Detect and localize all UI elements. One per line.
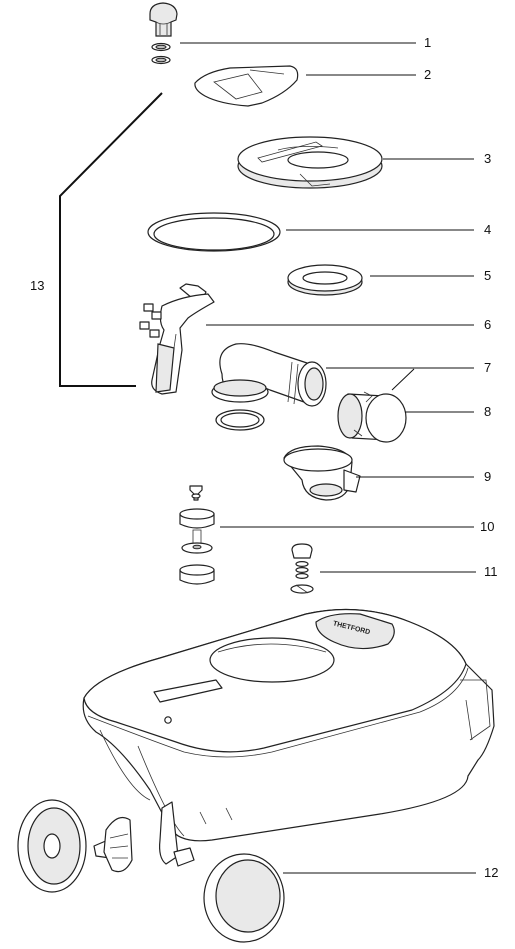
callout-13: 13 bbox=[30, 278, 44, 293]
callout-8: 8 bbox=[484, 404, 491, 419]
part-5-seal bbox=[287, 264, 363, 296]
callout-9: 9 bbox=[484, 469, 491, 484]
callout-10: 10 bbox=[480, 519, 494, 534]
part-6-lever bbox=[139, 283, 215, 395]
callout-11: 11 bbox=[484, 564, 498, 579]
part-13-bracket bbox=[59, 92, 163, 387]
part-2-lid-plate bbox=[194, 65, 299, 107]
part-10-valve-stack bbox=[179, 485, 215, 585]
callout-7: 7 bbox=[484, 360, 491, 375]
callout-2: 2 bbox=[424, 67, 431, 82]
callout-4: 4 bbox=[484, 222, 491, 237]
part-12-wheels bbox=[17, 799, 285, 943]
part-9-funnel bbox=[283, 445, 361, 501]
part-4-gasket-ring bbox=[147, 212, 281, 252]
part-3-seal-plate bbox=[237, 136, 383, 189]
callout-1: 1 bbox=[424, 35, 431, 50]
callout-3: 3 bbox=[484, 151, 491, 166]
leader-7b bbox=[391, 368, 415, 391]
part-11-spring-valve bbox=[290, 543, 314, 594]
callout-6: 6 bbox=[484, 317, 491, 332]
tank-body bbox=[82, 608, 495, 842]
callout-5: 5 bbox=[484, 268, 491, 283]
part-1-knob bbox=[149, 2, 178, 65]
callout-12: 12 bbox=[484, 865, 498, 880]
part-8-cap bbox=[337, 391, 407, 443]
part-7-elbow-pipe bbox=[211, 343, 327, 431]
